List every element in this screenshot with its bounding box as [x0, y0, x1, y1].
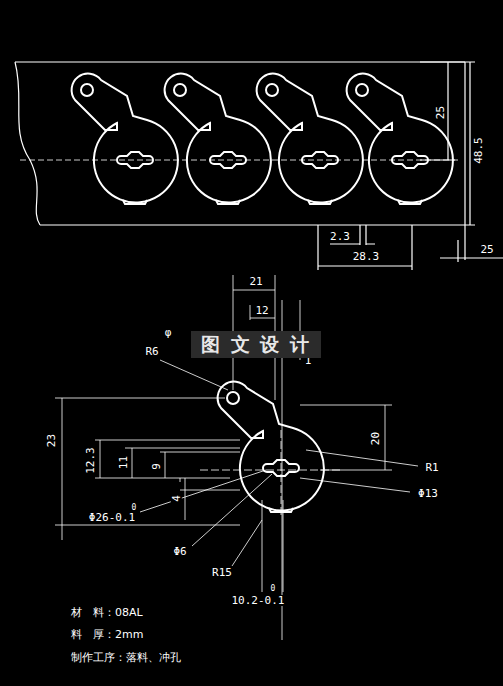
dimension: 12.3	[85, 446, 96, 475]
dimension: 25	[436, 104, 447, 119]
dimension: 9	[151, 462, 162, 471]
dimension: 10.2-0.1	[231, 595, 286, 606]
dimension: 48.5	[473, 136, 484, 165]
diameter-mark: φ	[164, 327, 173, 338]
thickness-note: 料 厚：2mm	[70, 629, 144, 640]
dimension: 12	[254, 305, 269, 316]
dimension: 20	[371, 430, 382, 445]
process-note: 制作工序：落料、冲孔	[70, 652, 182, 663]
diameter-dimension: Φ6	[172, 546, 187, 557]
material-note: 材 料：08AL	[70, 607, 144, 618]
diameter-dimension: Φ26-0.1	[88, 512, 136, 523]
tolerance: 0	[270, 585, 277, 593]
dimension: 2.3	[329, 231, 351, 242]
tolerance: 0	[131, 504, 138, 512]
dimension: 21	[248, 276, 263, 287]
watermark: 图 文 设 计	[191, 331, 321, 358]
radius-dimension: R1	[424, 462, 439, 473]
dimension: 28.3	[352, 251, 381, 262]
radius-dimension: R6	[144, 346, 159, 357]
radius-dimension: R15	[211, 567, 233, 578]
dimension: 25	[479, 244, 494, 255]
dimension: 23	[47, 432, 58, 447]
diameter-dimension: Φ13	[417, 488, 439, 499]
dimension: 4	[171, 494, 182, 503]
dimension: 11	[119, 454, 130, 469]
